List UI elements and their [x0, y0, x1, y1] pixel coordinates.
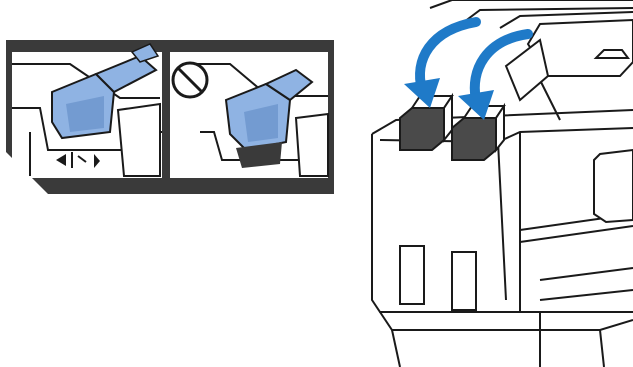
- prohibit-icon: [173, 63, 207, 97]
- inset-panel-incorrect: [170, 52, 328, 178]
- inset-divider: [164, 52, 168, 178]
- tank-window-2: [452, 252, 476, 310]
- comparison-inset: [6, 40, 334, 194]
- printer-illustration: [372, 0, 633, 367]
- tank-window-1: [400, 246, 424, 304]
- inset-panel-correct: [12, 44, 162, 178]
